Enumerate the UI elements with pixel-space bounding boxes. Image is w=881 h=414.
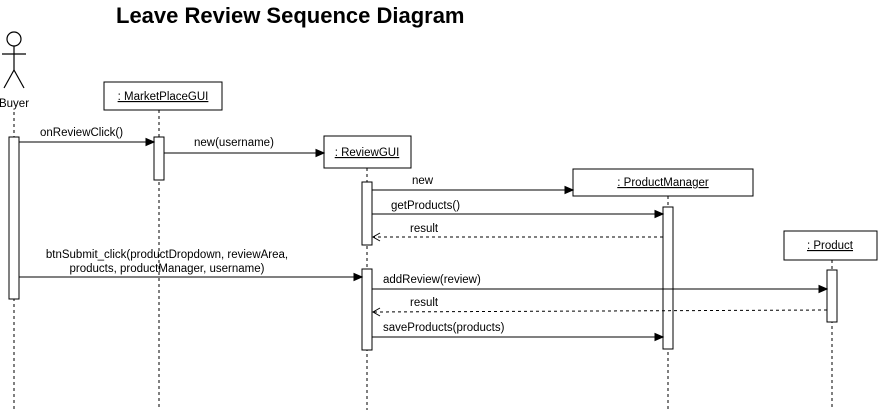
open-arrowhead: [371, 307, 381, 317]
buyer-activation: [8, 136, 20, 300]
arrowhead: [145, 137, 156, 147]
message-label: result: [410, 297, 439, 309]
message-label: new(username): [194, 137, 274, 149]
arrowhead: [353, 272, 364, 282]
arrowhead: [564, 185, 575, 195]
message-new-username: new(username): [164, 137, 326, 158]
participant-label: : ReviewGUI: [335, 147, 400, 159]
message-label: getProducts(): [391, 200, 460, 212]
message-save-products: saveProducts(products): [372, 322, 665, 342]
review-gui-participant: : ReviewGUI: [323, 135, 412, 169]
message-label-line-1: btnSubmit_click(productDropdown, reviewA…: [46, 249, 288, 261]
message-label: new: [412, 175, 434, 187]
message-label: saveProducts(products): [383, 322, 505, 334]
message-label: result: [410, 223, 439, 235]
product-manager-activation: [662, 206, 674, 350]
message-btn-submit-click: btnSubmit_click(productDropdown, reviewA…: [19, 249, 364, 282]
product-activation: [826, 269, 838, 323]
message-get-products: getProducts(): [372, 200, 665, 219]
message-label: addReview(review): [383, 274, 481, 286]
actor-head: [6, 31, 22, 47]
message-result-products: result: [371, 223, 663, 242]
arrowhead: [315, 148, 326, 158]
message-result-review: result: [371, 297, 828, 317]
participant-label: : ProductManager: [617, 177, 709, 189]
product-participant: : Product: [783, 230, 878, 261]
review-gui-activation-2: [361, 268, 373, 351]
product-manager-participant: : ProductManager: [572, 168, 754, 197]
diagram-title: Leave Review Sequence Diagram: [116, 3, 465, 28]
message-label-line-2: products, productManager, username): [70, 263, 265, 275]
arrowhead: [818, 284, 829, 294]
actor-left-leg: [3, 69, 15, 89]
return-line: [372, 309, 828, 313]
message-new: new: [372, 175, 575, 195]
actor-right-leg: [13, 69, 25, 89]
arrowhead: [654, 209, 665, 219]
participant-box: [103, 81, 223, 111]
participant-box: [572, 168, 754, 197]
actor-label: Buyer: [0, 98, 29, 110]
message-on-review-click: onReviewClick(): [19, 127, 156, 147]
participant-label: : MarketPlaceGUI: [118, 91, 209, 103]
arrowhead: [654, 332, 665, 342]
message-label: onReviewClick(): [40, 127, 123, 139]
participant-box: [323, 135, 412, 169]
marketplace-gui-activation: [153, 136, 165, 181]
participant-label: : Product: [807, 240, 854, 252]
marketplace-gui-participant: : MarketPlaceGUI: [103, 81, 223, 111]
review-gui-activation-1: [361, 181, 373, 246]
participant-box: [783, 230, 878, 261]
open-arrowhead: [371, 232, 381, 242]
buyer-actor: Buyer: [0, 31, 29, 110]
message-add-review: addReview(review): [372, 274, 829, 294]
